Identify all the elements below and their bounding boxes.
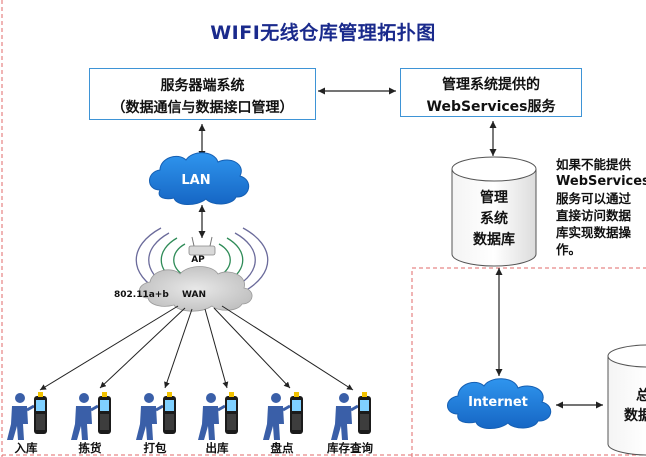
- terminal-links: [39, 305, 354, 391]
- central-database-icon: 总 数据: [607, 344, 646, 456]
- wan-cloud: WAN: [138, 266, 253, 312]
- lan-label: LAN: [181, 173, 210, 188]
- server-box-line2: （数据通信与数据接口管理）: [111, 100, 294, 116]
- note-line: 服务可以通过: [556, 191, 632, 206]
- handheld-terminal-icon: [358, 392, 371, 434]
- internet-label: Internet: [468, 395, 528, 410]
- lan-cloud: LAN: [149, 152, 250, 205]
- handheld-terminal-icon: [290, 392, 303, 434]
- warehouse-worker-icon: [71, 393, 99, 440]
- terminal-group: 入库 拣货 打包 出库 盘点 库存查询: [7, 392, 373, 455]
- access-point-icon: AP: [188, 236, 216, 265]
- terminal-item: 盘点: [263, 392, 303, 455]
- warehouse-worker-icon: [7, 393, 35, 440]
- protocol-label: 802.11a+b: [114, 290, 169, 300]
- internet-frame: [411, 267, 646, 457]
- terminal-label: 入库: [15, 441, 38, 455]
- terminal-item: 出库: [198, 392, 238, 455]
- handheld-terminal-icon: [34, 392, 47, 434]
- fallback-note: 如果不能提供 WebServices 服务可以通过 直接访问数据 库实现数据操 …: [556, 156, 646, 258]
- terminal-label: 打包: [144, 441, 167, 455]
- note-line: 直接访问数据: [556, 208, 632, 223]
- terminal-item: 库存查询: [327, 392, 373, 455]
- ap-label: AP: [191, 255, 205, 265]
- handheld-terminal-icon: [225, 392, 238, 434]
- warehouse-worker-icon: [136, 393, 164, 440]
- warehouse-worker-icon: [331, 393, 359, 440]
- ws-box-line1: 管理系统提供的: [442, 77, 540, 93]
- webservices-box: 管理系统提供的 WebServices服务: [400, 68, 582, 117]
- db-label-line: 数据库: [473, 231, 515, 248]
- terminal-label: 盘点: [271, 441, 294, 455]
- server-box-line1: 服务器端系统: [160, 78, 245, 94]
- note-line: 作。: [556, 242, 582, 257]
- terminal-item: 拣货: [71, 392, 111, 455]
- terminal-label: 拣货: [79, 441, 102, 455]
- diagram-title: WIFI无线仓库管理拓扑图: [210, 22, 436, 44]
- server-system-box: 服务器端系统 （数据通信与数据接口管理）: [89, 68, 316, 120]
- warehouse-worker-icon: [263, 393, 291, 440]
- terminal-label: 库存查询: [327, 441, 373, 455]
- terminal-item: 打包: [136, 392, 176, 455]
- note-line: 库实现数据操: [556, 225, 632, 240]
- terminal-label: 出库: [206, 441, 229, 455]
- note-line: WebServices: [556, 174, 646, 189]
- db2-label-line: 数据: [624, 407, 646, 424]
- handheld-terminal-icon: [98, 392, 111, 434]
- note-line: 如果不能提供: [556, 157, 632, 172]
- wan-label: WAN: [182, 290, 206, 300]
- warehouse-worker-icon: [198, 393, 226, 440]
- db-label-line: 管理: [480, 189, 508, 206]
- db2-label-line: 总: [636, 387, 646, 404]
- handheld-terminal-icon: [163, 392, 176, 434]
- db-label-line: 系统: [480, 210, 508, 227]
- internet-cloud: Internet: [447, 378, 552, 429]
- terminal-item: 入库: [7, 392, 47, 455]
- management-database-icon: 管理 系统 数据库: [451, 156, 537, 267]
- ws-box-line2: WebServices服务: [426, 99, 556, 115]
